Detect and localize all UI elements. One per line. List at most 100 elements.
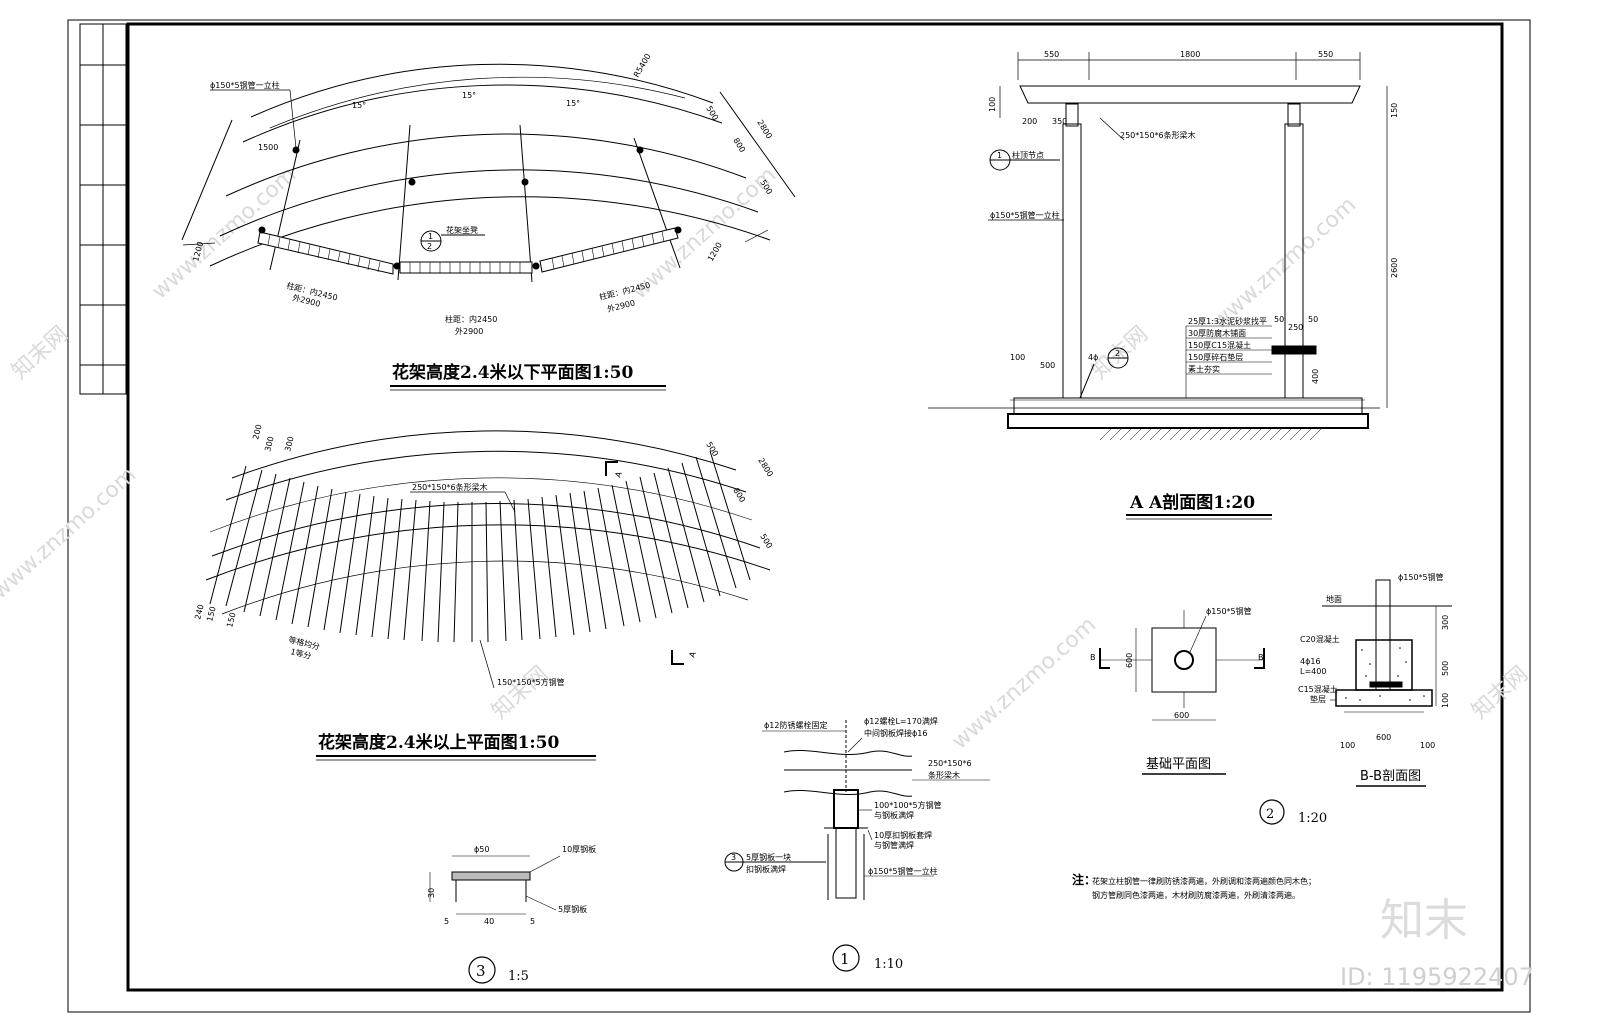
section-aa-title: A A剖面图1:20 bbox=[1129, 492, 1255, 513]
detail-1-circle bbox=[832, 944, 860, 972]
detail-1-label: 与钢管满焊 bbox=[874, 840, 914, 850]
detail-1-label: ɸ12螺栓L=170满焊 bbox=[864, 716, 938, 726]
plan-upper-dim: 500 bbox=[704, 440, 720, 458]
watermark-text: www.znzmo.com bbox=[947, 612, 1101, 754]
foundation-plan-drawing bbox=[1099, 610, 1265, 721]
section-aa-beam-label: 250*150*6条形梁木 bbox=[1120, 130, 1196, 140]
inner-frame bbox=[126, 22, 1504, 992]
detail-1-label: 中间钢板焊接ɸ16 bbox=[864, 728, 927, 738]
section-bb-dim: 300 bbox=[1441, 615, 1450, 630]
plan-upper-dim: 240 bbox=[193, 603, 205, 620]
section-aa-post-label: ɸ150*5钢管一立柱 bbox=[990, 210, 1060, 220]
detail-3-dim: 30 bbox=[427, 888, 436, 898]
detail-1-callout bbox=[724, 852, 826, 872]
plan-upper-dim: 800 bbox=[731, 486, 747, 504]
plan-lower-title: 花架高度2.4米以下平面图1:50 bbox=[392, 362, 634, 383]
notes-lead: 注： bbox=[1072, 872, 1096, 887]
detail-3-dim: ɸ50 bbox=[474, 845, 489, 854]
plan-lower-columns bbox=[258, 146, 682, 270]
plan-upper-leader bbox=[479, 639, 495, 689]
detail-3-label: 5厚钢板 bbox=[558, 904, 587, 914]
section-aa-dim: 550 bbox=[1318, 50, 1333, 59]
section-bb-label: C15混凝土 bbox=[1298, 684, 1338, 694]
section-aa-dim: 250 bbox=[1288, 323, 1303, 332]
brand-logo: 知末 bbox=[1380, 895, 1468, 946]
plan-lower-leader bbox=[289, 89, 297, 149]
plan-lower-dim: 1500 bbox=[258, 143, 278, 152]
section-bb-title: B-B剖面图 bbox=[1360, 769, 1421, 784]
plan-lower-drawing bbox=[181, 63, 796, 283]
detail-1-label: 10厚扣钢板套焊 bbox=[874, 830, 932, 840]
section-aa-dim: 100 bbox=[988, 97, 997, 112]
plan-upper-dim: 150 bbox=[205, 605, 217, 622]
detail-1-label: 扣钢板满焊 bbox=[746, 864, 786, 874]
section-bb-dim: 100 bbox=[1340, 741, 1355, 750]
detail-1-label: 250*150*6 bbox=[928, 759, 972, 768]
detail-1-label: 5厚钢板一块 bbox=[746, 852, 791, 862]
watermark-text: 知末网 bbox=[7, 322, 73, 385]
detail-1-label: 与钢板满焊 bbox=[874, 810, 914, 820]
detail-1-label: ɸ12防锈螺栓固定 bbox=[764, 720, 827, 730]
detail-2-circle bbox=[1259, 799, 1285, 825]
notes-line-1: 花架立柱钢管一律刷防锈漆两遍，外刷调和漆两遍颜色同木色； bbox=[1092, 876, 1316, 886]
detail-1-callout-num: 3 bbox=[731, 853, 736, 862]
plan-lower-dim: 2800 bbox=[755, 118, 773, 140]
plan-upper-section-mark: A bbox=[687, 650, 698, 659]
section-aa-callout-num: 1 bbox=[997, 151, 1002, 160]
detail-2-scale: 1:20 bbox=[1298, 811, 1327, 826]
section-aa-dim: 350 bbox=[1052, 117, 1067, 126]
foundation-plan-dim: 600 bbox=[1125, 653, 1134, 668]
plan-upper-dim: 300 bbox=[283, 435, 295, 452]
section-aa-dim: 500 bbox=[1040, 361, 1055, 370]
foundation-plan-pipe-label: ɸ150*5钢管 bbox=[1206, 606, 1252, 616]
plan-upper-drawing bbox=[205, 430, 771, 643]
plan-upper-title: 花架高度2.4米以上平面图1:50 bbox=[318, 732, 560, 753]
detail-3-dim: 40 bbox=[484, 917, 494, 926]
plan-upper-section-marks bbox=[605, 461, 684, 665]
section-aa-dim: 150 bbox=[1390, 103, 1399, 118]
section-bb-label: C20混凝土 bbox=[1300, 634, 1340, 644]
section-aa-callout-2 bbox=[1079, 347, 1129, 399]
image-id-label: ID: 1195922407 bbox=[1340, 963, 1534, 991]
detail-3-circle bbox=[468, 956, 496, 984]
plan-lower-dim: 800 bbox=[731, 136, 747, 154]
detail-1-leader bbox=[847, 737, 863, 753]
plan-upper-dim: 2800 bbox=[756, 456, 774, 478]
section-bb-label: L=400 bbox=[1300, 667, 1326, 676]
watermark-text: www.znzmo.com bbox=[0, 462, 141, 604]
plan-upper-leader bbox=[504, 491, 516, 513]
section-aa-callout-text: 4ɸ bbox=[1088, 353, 1098, 362]
detail-1-num: 1 bbox=[840, 950, 850, 968]
section-bb-drawing bbox=[1322, 579, 1452, 713]
detail-1-label: 100*100*5方钢管 bbox=[874, 800, 942, 810]
section-aa-leader bbox=[1099, 117, 1125, 141]
section-bb-label: ɸ150*5钢管 bbox=[1398, 572, 1444, 582]
plan-upper-dim: 200 bbox=[251, 423, 263, 440]
title-strip bbox=[79, 23, 127, 395]
plan-lower-callout-num: 1 bbox=[428, 232, 433, 241]
plan-upper-dim: 500 bbox=[758, 532, 774, 550]
detail-1-leader bbox=[867, 829, 873, 841]
plan-lower-callout-text: 花架坐凳 bbox=[446, 225, 478, 235]
section-bb-dim: 500 bbox=[1441, 661, 1450, 676]
section-aa-layer: 30厚防腐木铺面 bbox=[1188, 328, 1246, 338]
detail-1-label: 条形梁木 bbox=[928, 770, 960, 780]
foundation-plan-leader bbox=[1189, 615, 1207, 653]
watermark-text: 知末网 bbox=[487, 662, 553, 725]
section-aa-layer: 25厚1:3水泥砂浆找平 bbox=[1188, 316, 1267, 326]
detail-2-num: 2 bbox=[1266, 807, 1274, 822]
foundation-plan-title: 基础平面图 bbox=[1146, 757, 1211, 772]
section-aa-callout-num: 2 bbox=[1115, 349, 1120, 358]
section-bb-dim: 600 bbox=[1376, 733, 1391, 742]
plan-lower-radius: R5400 bbox=[632, 52, 653, 79]
section-aa-hatch bbox=[1099, 427, 1323, 441]
watermark-text: 知末网 bbox=[1467, 662, 1533, 725]
section-bb-dim: 100 bbox=[1441, 693, 1450, 708]
section-aa-callout-1 bbox=[989, 149, 1060, 171]
plan-lower-callout bbox=[420, 230, 485, 252]
section-aa-dim: 50 bbox=[1274, 315, 1284, 324]
section-aa-layer: 150厚碎石垫层 bbox=[1188, 352, 1243, 362]
foundation-plan-mark: B bbox=[1258, 653, 1264, 662]
plan-lower-arc-label: 外2900 bbox=[455, 326, 483, 336]
plan-upper-joist-label: 150*150*5方钢管 bbox=[497, 677, 565, 687]
